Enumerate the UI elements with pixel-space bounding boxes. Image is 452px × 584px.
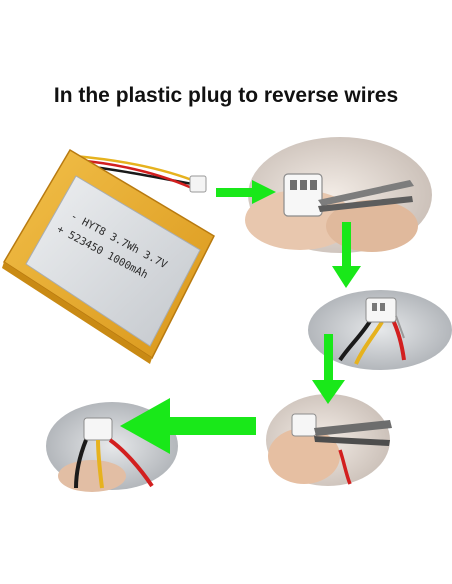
photo-reversed-wires — [46, 402, 178, 492]
photo-lifted-pin — [308, 290, 452, 370]
arrow-to-left — [120, 398, 256, 454]
battery-connector — [189, 175, 207, 193]
arrow-battery-to-plug — [216, 180, 276, 204]
battery: - HYT8 3.7Wh 3.7V + 523450 1000mAh — [2, 148, 215, 364]
photo-plug-tweezers — [245, 137, 432, 253]
page-title: In the plastic plug to reverse wires — [53, 84, 399, 107]
arrow-down-left — [312, 334, 345, 404]
arrow-down-right — [332, 222, 361, 288]
photo-removing-pin — [266, 394, 392, 486]
